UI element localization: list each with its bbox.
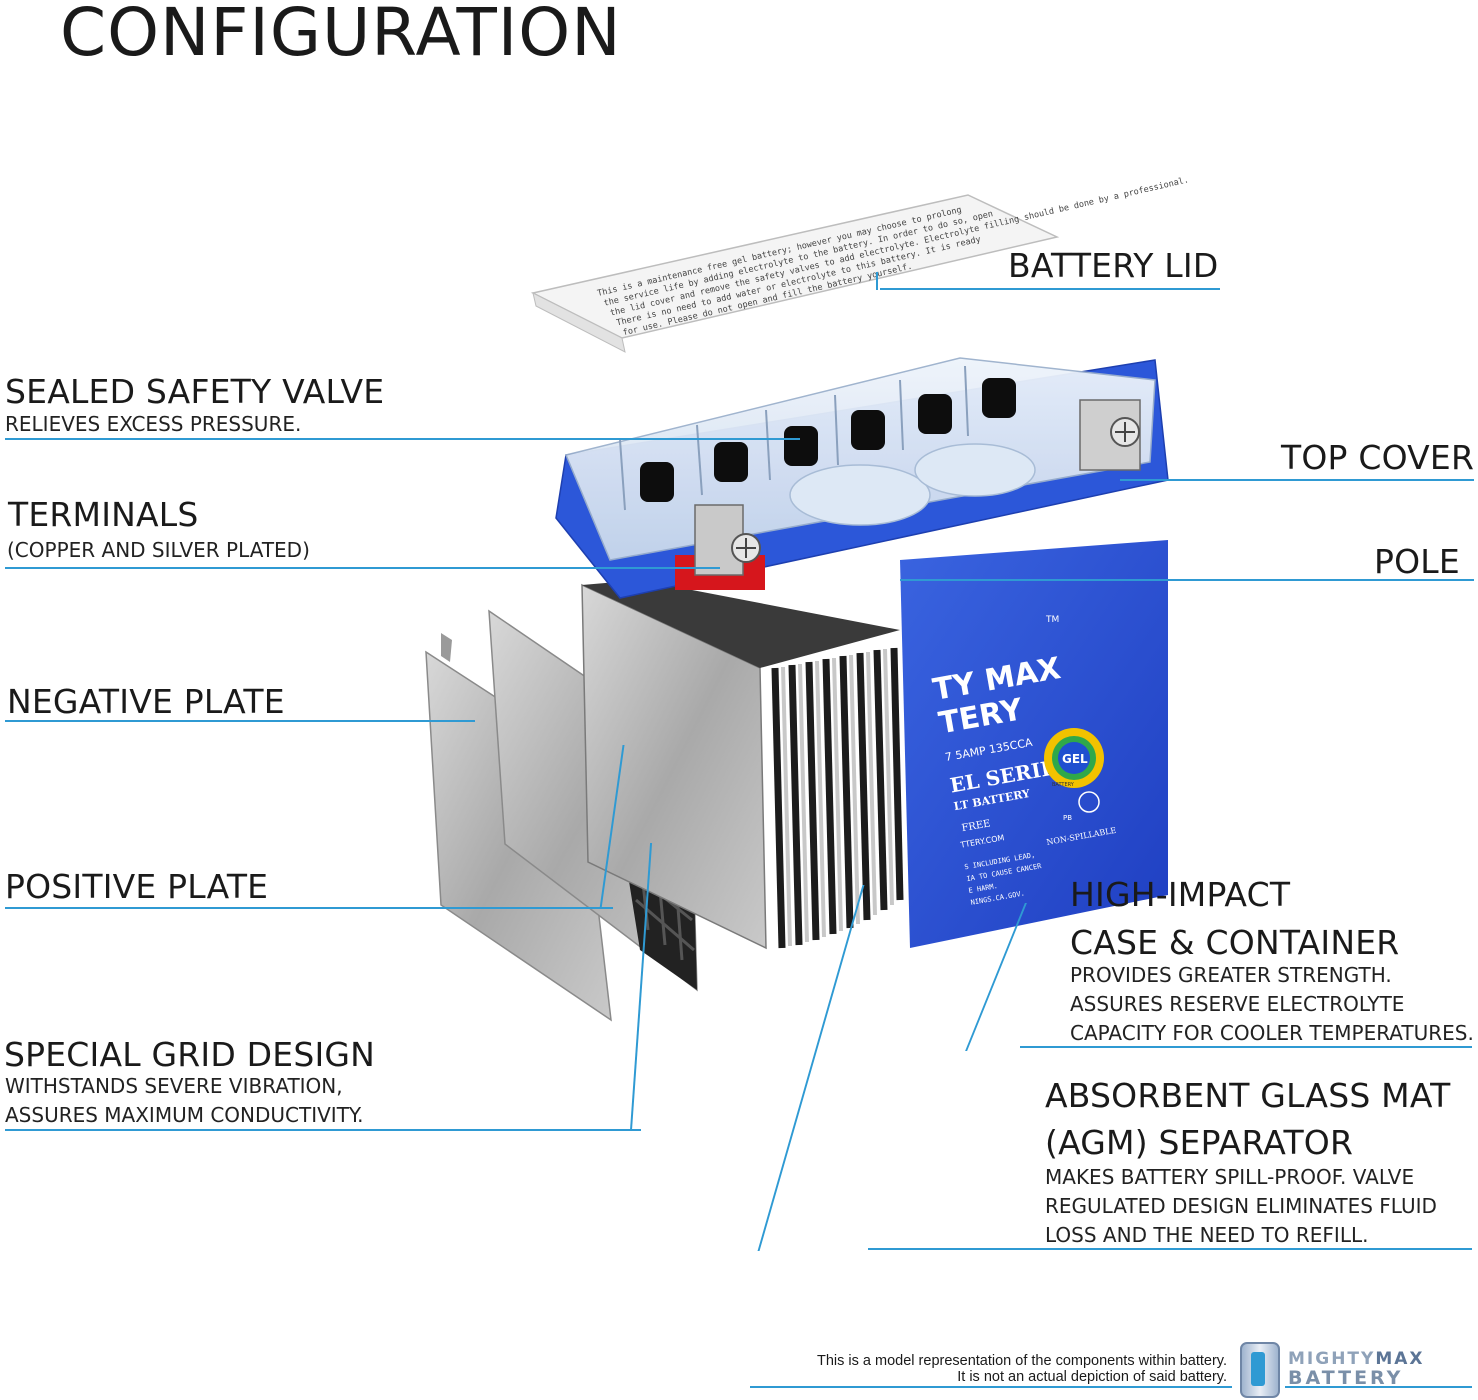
case-sub: CAPACITY FOR COOLER TEMPERATURES. (1070, 1021, 1474, 1045)
recycle-icon (1078, 791, 1100, 813)
positive-plate-label: POSITIVE PLATE (5, 867, 269, 906)
case-leader (1020, 1046, 1472, 1048)
case-sub: PROVIDES GREATER STRENGTH. (1070, 963, 1392, 987)
terminals-label: TERMINALS (8, 495, 199, 534)
agm-sub: REGULATED DESIGN ELIMINATES FLUID (1045, 1194, 1437, 1218)
top-cover-leader (1120, 479, 1474, 481)
footer-leader (750, 1386, 1232, 1388)
page-title: CONFIGURATION (60, 0, 622, 71)
gel-ring-text: BATTERY (1052, 782, 1075, 788)
special-grid-sub: WITHSTANDS SEVERE VIBRATION, (5, 1074, 343, 1098)
battery-case (900, 540, 1168, 948)
case-sub: ASSURES RESERVE ELECTROLYTE (1070, 992, 1405, 1016)
gel-badge-text: GEL (1062, 752, 1088, 766)
footer-line: It is not an actual depiction of said ba… (957, 1369, 1227, 1385)
pole-leader (900, 579, 1474, 581)
agm-label: (AGM) SEPARATOR (1045, 1123, 1354, 1162)
sealed-valve-leader (5, 438, 800, 440)
negative-plate-label: NEGATIVE PLATE (7, 682, 285, 721)
agm-sub: LOSS AND THE NEED TO REFILL. (1045, 1223, 1369, 1247)
terminals-sub: (COPPER AND SILVER PLATED) (7, 538, 310, 562)
special-grid-sub: ASSURES MAXIMUM CONDUCTIVITY. (5, 1103, 364, 1127)
positive-terminal (675, 504, 765, 590)
trademark-mark: TM (1045, 615, 1059, 625)
agm-sub: MAKES BATTERY SPILL-PROOF. VALVE (1045, 1165, 1415, 1189)
positive-plate-leader (5, 907, 613, 909)
top-cover-label: TOP COVER (1281, 438, 1475, 477)
footer-line: This is a model representation of the co… (817, 1353, 1227, 1369)
case-label: CASE & CONTAINER (1070, 923, 1400, 962)
agm-label: ABSORBENT GLASS MAT (1045, 1076, 1451, 1115)
free-text: FREE (961, 818, 992, 834)
footer-disclaimer: This is a model representation of the co… (700, 1353, 1227, 1385)
plate-stack (581, 580, 904, 950)
logo-mighty: MIGHTY (1288, 1349, 1376, 1369)
sealed-valve-sub: RELIEVES EXCESS PRESSURE. (5, 412, 302, 436)
logo-max: MAX (1375, 1349, 1425, 1369)
logo-line-1: MIGHTYMAX (1288, 1349, 1425, 1369)
sealed-valve-label: SEALED SAFETY VALVE (5, 372, 385, 411)
battery-lid-leader (880, 288, 1220, 290)
terminals-leader (5, 567, 720, 569)
battery-logo-icon (1240, 1342, 1280, 1398)
negative-terminal (1079, 399, 1141, 471)
agm-leader (868, 1248, 1472, 1250)
footer-leader-right (1285, 1386, 1472, 1388)
gel-badge: GEL BATTERY (1044, 728, 1104, 788)
special-grid-label: SPECIAL GRID DESIGN (4, 1035, 376, 1074)
negative-plate-leader (5, 720, 475, 722)
pole-label: POLE (1374, 542, 1460, 581)
battery-lid-leader-tail (876, 272, 878, 290)
pb-text: PB (1063, 814, 1072, 822)
case-label: HIGH-IMPACT (1070, 875, 1291, 914)
logo-line-2: BATTERY (1288, 1367, 1404, 1389)
special-grid-leader (5, 1129, 641, 1131)
battery-lid-label: BATTERY LID (1008, 246, 1219, 285)
